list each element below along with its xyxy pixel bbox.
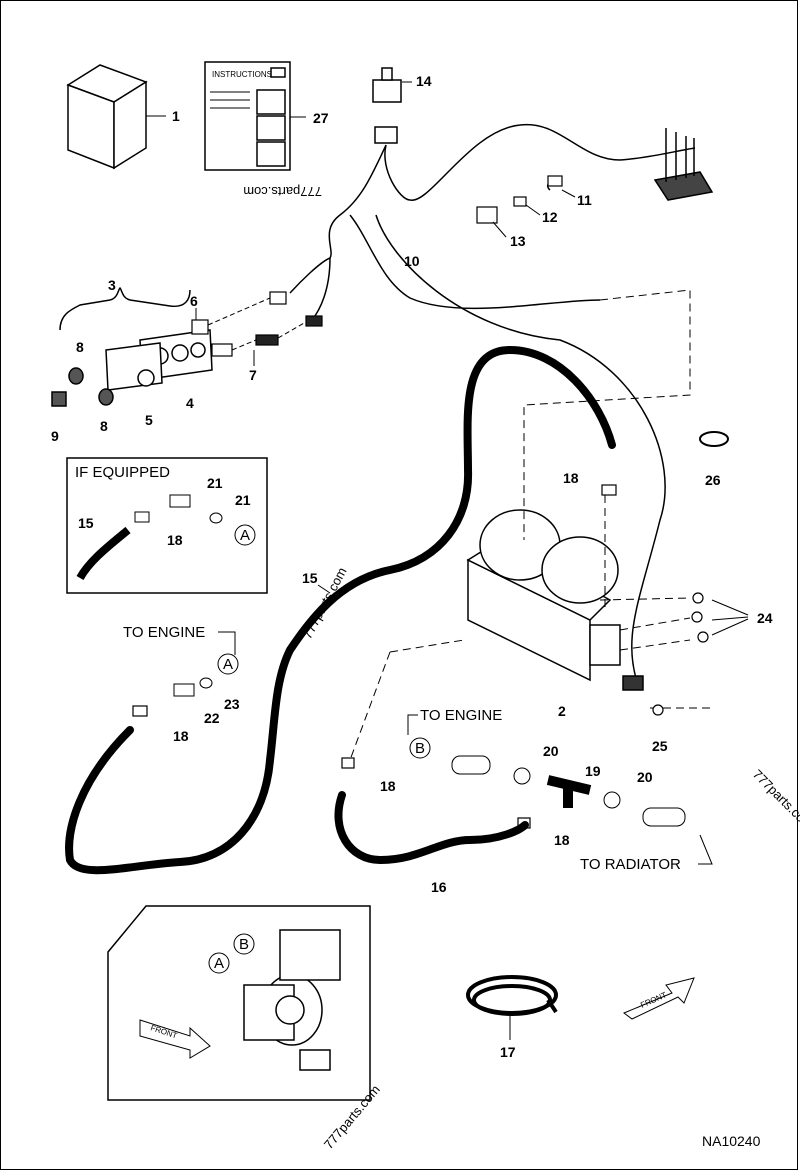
inset-clamp xyxy=(134,511,150,523)
inset-label-a: A xyxy=(240,527,250,544)
terminal-block xyxy=(653,128,714,201)
part-8-knob xyxy=(68,367,114,406)
instructions-label: INSTRUCTIONS xyxy=(212,70,272,79)
callout-22: 22 xyxy=(204,710,220,726)
part-7-resistor xyxy=(211,315,323,357)
label-a-left: A xyxy=(223,656,233,673)
part-6-connector xyxy=(191,291,287,335)
callout-17: 17 xyxy=(500,1044,516,1060)
callout-12: 12 xyxy=(542,209,558,225)
callout-6: 6 xyxy=(190,293,198,309)
callout-3: 3 xyxy=(108,277,116,293)
inset-hose xyxy=(76,526,131,581)
callout-4: 4 xyxy=(186,395,194,411)
part-10-wire-harness xyxy=(289,123,696,691)
part-16-hose xyxy=(334,791,529,865)
callout-21b: 21 xyxy=(235,492,251,508)
callout-18-left: 18 xyxy=(173,728,189,744)
watermark-top: 777parts.com xyxy=(243,184,322,199)
callout-5: 5 xyxy=(145,412,153,428)
part-24-nut xyxy=(652,592,709,716)
inset-if-equipped xyxy=(66,457,268,594)
callout-10: 10 xyxy=(404,253,420,269)
to-engine-b: TO ENGINE xyxy=(420,707,502,724)
part-26-strap xyxy=(699,431,729,447)
circle-a-left xyxy=(217,653,239,675)
diagram-code: NA10240 xyxy=(702,1133,761,1149)
engine-illustration xyxy=(243,929,341,1071)
hose-to-engine xyxy=(451,755,491,775)
part-15-heater-hose xyxy=(65,345,616,875)
part-5-bezel xyxy=(105,342,163,391)
inset-circle-a xyxy=(234,524,256,546)
part-23-oring xyxy=(199,677,213,689)
callout-18-inset: 18 xyxy=(167,532,183,548)
part-17-hose-coil xyxy=(466,975,558,1016)
engine-label-b: B xyxy=(239,936,249,953)
callout-21a: 21 xyxy=(207,475,223,491)
callout-23: 23 xyxy=(224,696,240,712)
inset-fitting xyxy=(169,494,191,508)
inset-title: IF EQUIPPED xyxy=(75,464,170,481)
part-2-heater-assembly xyxy=(466,509,644,691)
callout-8a: 8 xyxy=(76,339,84,355)
callout-7: 7 xyxy=(249,367,257,383)
front-arrow-right xyxy=(623,977,695,1020)
callout-9: 9 xyxy=(51,428,59,444)
watermark-right: 777parts.com xyxy=(750,767,800,833)
label-b: B xyxy=(415,740,425,757)
callout-15: 15 xyxy=(302,570,318,586)
callout-8b: 8 xyxy=(100,418,108,434)
callout-27: 27 xyxy=(313,110,329,126)
callout-25: 25 xyxy=(652,738,668,754)
callout-18-mid: 18 xyxy=(380,778,396,794)
callout-26: 26 xyxy=(705,472,721,488)
front-arrow-left xyxy=(139,1019,211,1059)
callout-19: 19 xyxy=(585,763,601,779)
callout-1: 1 xyxy=(172,108,180,124)
callout-13: 13 xyxy=(510,233,526,249)
part-27-instructions xyxy=(204,61,291,171)
part-22-fitting xyxy=(173,683,195,697)
engine-circle-a xyxy=(208,952,230,974)
callout-18-right: 18 xyxy=(554,832,570,848)
part-19-tee xyxy=(546,775,592,808)
engine-label-a: A xyxy=(214,955,224,972)
dashed-guides xyxy=(349,289,710,761)
part-20-clamp-b xyxy=(603,791,621,809)
inset-oring xyxy=(209,512,223,524)
part-20-clamp-a xyxy=(513,767,531,785)
engine-circle-b xyxy=(233,933,255,955)
callout-16: 16 xyxy=(431,879,447,895)
callout-20a: 20 xyxy=(543,743,559,759)
circle-b xyxy=(409,737,431,759)
callout-14: 14 xyxy=(416,73,432,89)
callout-24: 24 xyxy=(757,610,773,626)
callout-11: 11 xyxy=(577,192,592,208)
group-3-bracket xyxy=(59,286,191,331)
callout-15-inset: 15 xyxy=(78,515,94,531)
part-1-box xyxy=(66,64,148,170)
to-radiator: TO RADIATOR xyxy=(580,856,681,873)
callout-2: 2 xyxy=(558,703,566,719)
callout-18-top: 18 xyxy=(563,470,579,486)
part-9-switch xyxy=(51,391,67,407)
to-engine-left: TO ENGINE xyxy=(123,624,205,641)
part-11-connector xyxy=(476,175,563,224)
part-14-relay xyxy=(372,67,402,144)
callout-20b: 20 xyxy=(637,769,653,785)
hose-to-radiator xyxy=(642,807,686,827)
